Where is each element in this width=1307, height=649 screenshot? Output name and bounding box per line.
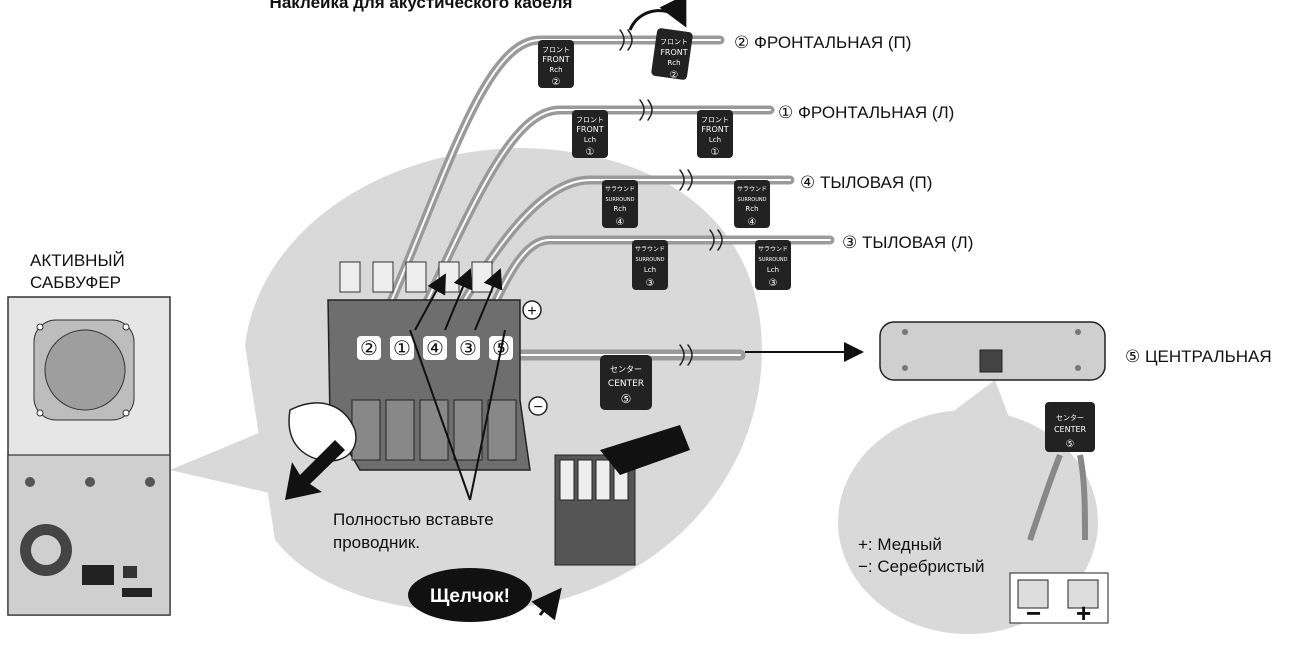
tag-text: フロント bbox=[576, 116, 604, 124]
terminal-number: ① bbox=[393, 338, 411, 360]
tag-text: SURROUND bbox=[636, 257, 665, 263]
tag-text: CENTER bbox=[1054, 425, 1087, 434]
terminal-number: ② bbox=[360, 338, 378, 360]
tag-text: CENTER bbox=[608, 379, 644, 389]
tag-text: Rch bbox=[667, 59, 680, 67]
connector-minus-sign: − bbox=[1026, 598, 1041, 628]
cable-tag-front-left-2: フロント FRONT Lch ① bbox=[697, 110, 733, 158]
tag-text: ⑤ bbox=[1066, 439, 1075, 450]
tag-text: SURROUND bbox=[738, 197, 767, 203]
tag-text: フロント bbox=[701, 116, 729, 124]
cable-tag-front-left-1: フロント FRONT Lch ① bbox=[572, 110, 608, 158]
tag-text: ⑤ bbox=[621, 392, 632, 406]
subwoofer-label-line1: АКТИВНЫЙ bbox=[30, 251, 125, 270]
channel-label-front-right: ② ФРОНТАЛЬНАЯ (П) bbox=[734, 33, 911, 52]
cable-tag-surround-right-1: サラウンド SURROUND Rch ④ bbox=[602, 180, 638, 228]
channel-label-center: ⑤ ЦЕНТРАЛЬНАЯ bbox=[1125, 347, 1272, 366]
tag-text: FRONT bbox=[660, 48, 687, 57]
terminal-number: ④ bbox=[426, 338, 444, 360]
tag-text: ② bbox=[670, 70, 679, 81]
tag-text: ④ bbox=[616, 217, 625, 228]
tag-text: フロント bbox=[660, 38, 688, 46]
tag-text: サラウンド bbox=[758, 245, 788, 253]
tag-text: ③ bbox=[646, 278, 655, 289]
terminal-number: ③ bbox=[459, 338, 477, 360]
polarity-plus-note: +: Медный bbox=[858, 535, 942, 554]
center-speaker-unit bbox=[879, 321, 1106, 381]
plus-mark: + bbox=[527, 303, 536, 320]
tag-text: Rch bbox=[549, 66, 562, 74]
release-arrow bbox=[285, 440, 345, 500]
tag-text: サラウンド bbox=[737, 185, 767, 193]
connector-plus-sign: + bbox=[1076, 598, 1091, 628]
tag-text: ③ bbox=[769, 278, 778, 289]
inset-terminal-detail bbox=[554, 425, 690, 566]
tag-text: Rch bbox=[613, 205, 626, 213]
tag-text: センター bbox=[1056, 413, 1084, 422]
cable-tag-center: センター CENTER ⑤ bbox=[600, 355, 652, 410]
tag-text: Lch bbox=[584, 136, 596, 144]
insertion-arrows bbox=[409, 268, 506, 501]
tag-text: ① bbox=[586, 147, 595, 158]
tag-text: サラウンド bbox=[605, 185, 635, 193]
sticker-caption: Наклейка для акустического кабеля bbox=[270, 0, 573, 12]
cable-tag-surround-left-2: サラウンド SURROUND Lch ③ bbox=[755, 240, 791, 290]
tag-text: FRONT bbox=[542, 55, 569, 64]
click-callout-text: Щелчок! bbox=[430, 586, 510, 607]
insert-instruction-line2: проводник. bbox=[333, 533, 420, 552]
tag-text: フロント bbox=[542, 46, 570, 54]
subwoofer-unit bbox=[7, 296, 171, 616]
center-detail-cable: センター CENTER ⑤ bbox=[1009, 402, 1109, 624]
tag-text: Rch bbox=[745, 205, 758, 213]
subwoofer-label-line2: САБВУФЕР bbox=[30, 273, 121, 292]
tag-text: ② bbox=[552, 77, 561, 88]
cable-tag-front-right-2: フロント FRONT Rch ② bbox=[651, 28, 693, 81]
tag-text: ① bbox=[711, 147, 720, 158]
tag-text: Lch bbox=[767, 266, 779, 274]
tag-text: ④ bbox=[748, 217, 757, 228]
minus-mark: − bbox=[533, 399, 542, 416]
insert-instruction-line1: Полностью вставьте bbox=[333, 510, 494, 529]
cable-tag-surround-left-1: サラウンド SURROUND Lch ③ bbox=[632, 240, 668, 290]
click-callout: Щелчок! bbox=[408, 568, 532, 622]
tag-text: FRONT bbox=[701, 125, 728, 134]
polarity-minus-note: −: Серебристый bbox=[858, 557, 985, 576]
tag-text: SURROUND bbox=[606, 197, 635, 203]
terminal-polarity-marks: + − bbox=[522, 300, 548, 416]
cable-tag-surround-right-2: サラウンド SURROUND Rch ④ bbox=[734, 180, 770, 228]
tag-text: FRONT bbox=[576, 125, 603, 134]
flip-arrow bbox=[628, 0, 687, 31]
terminal-number-labels: ② ① ④ ③ ⑤ bbox=[357, 336, 513, 360]
tag-text: サラウンド bbox=[635, 245, 665, 253]
tag-text: Lch bbox=[709, 136, 721, 144]
channel-label-front-left: ① ФРОНТАЛЬНАЯ (Л) bbox=[778, 103, 954, 122]
channel-label-surround-left: ③ ТЫЛОВАЯ (Л) bbox=[842, 233, 973, 252]
cable-tag-front-right-1: フロント FRONT Rch ② bbox=[538, 40, 574, 88]
click-arrow bbox=[531, 587, 562, 621]
tag-text: センター bbox=[610, 365, 642, 374]
tag-text: SURROUND bbox=[759, 257, 788, 263]
tag-text: Lch bbox=[644, 266, 656, 274]
channel-label-surround-right: ④ ТЫЛОВАЯ (П) bbox=[800, 173, 932, 192]
